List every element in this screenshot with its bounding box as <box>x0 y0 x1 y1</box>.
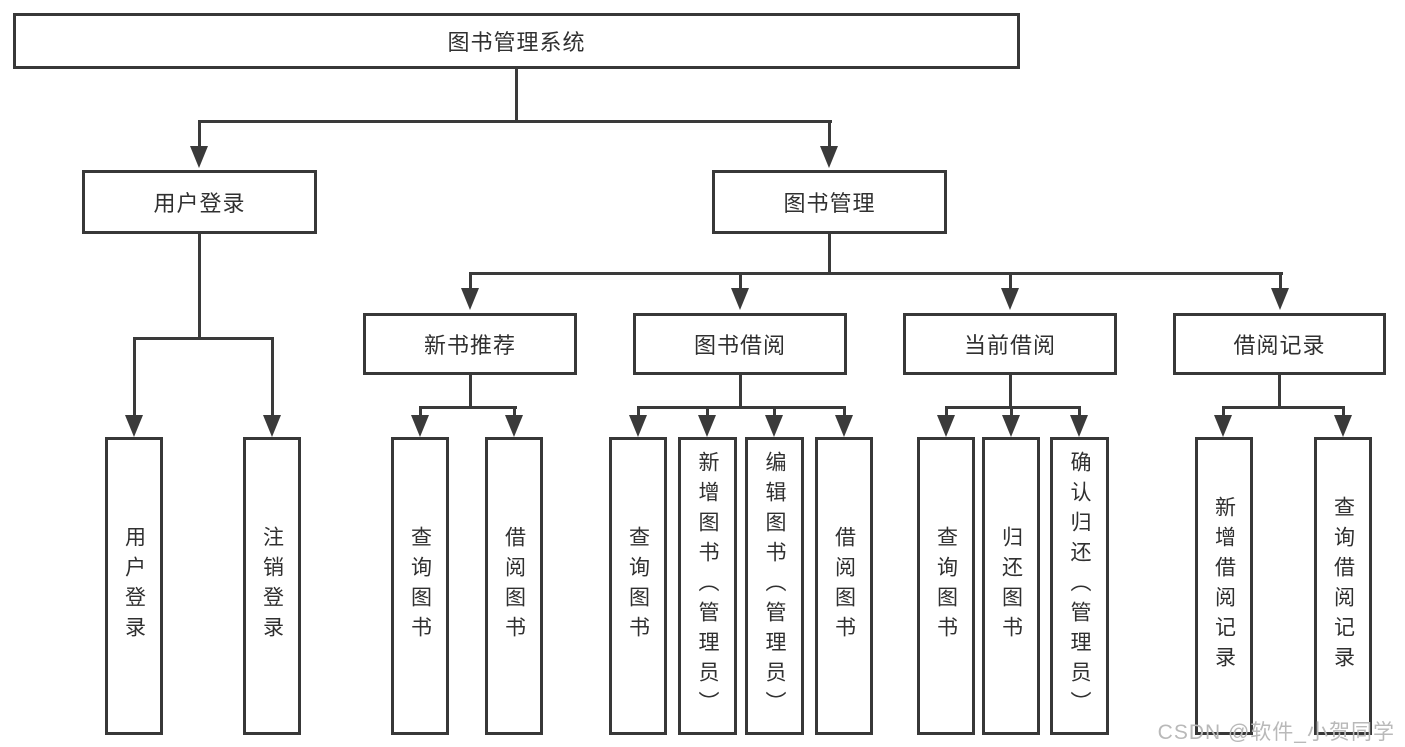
arrow-down-icon <box>731 288 749 310</box>
connector-drop-leaf <box>843 406 846 415</box>
connector-section-stem <box>739 375 742 406</box>
node-book-management: 图书管理 <box>712 170 947 234</box>
arrow-down-icon <box>698 415 716 437</box>
connector-drop-new-books <box>469 272 472 288</box>
connector-drop-leaf <box>637 406 640 415</box>
arrow-down-icon <box>190 146 208 168</box>
connector-root-crossbar <box>198 120 832 123</box>
arrow-down-icon <box>411 415 429 437</box>
node-borrow-records-label: 借阅记录 <box>1233 333 1326 358</box>
leaf-query-books-borrow: 查询图书 <box>609 437 667 735</box>
node-new-book-recommend-label: 新书推荐 <box>423 333 516 358</box>
connector-section-crossbar <box>1222 406 1344 409</box>
connector-drop-leaf <box>1342 406 1345 415</box>
connector-drop-leaf <box>1078 406 1081 415</box>
connector-section-crossbar <box>419 406 517 409</box>
arrow-down-icon <box>263 415 281 437</box>
leaf-label: 新增图书（管理员） <box>696 451 719 721</box>
connector-drop-records <box>1279 272 1282 288</box>
connector-drop-current <box>1009 272 1012 288</box>
leaf-logout: 注销登录 <box>243 437 301 735</box>
leaf-return-books: 归还图书 <box>982 437 1040 735</box>
arrow-down-icon <box>1271 288 1289 310</box>
leaf-query-borrow-record: 查询借阅记录 <box>1314 437 1372 735</box>
arrow-down-icon <box>505 415 523 437</box>
leaf-label: 编辑图书（管理员） <box>763 451 786 721</box>
arrow-down-icon <box>1214 415 1232 437</box>
leaf-label: 查询图书 <box>934 526 958 646</box>
leaf-label: 归还图书 <box>999 526 1023 646</box>
connector-drop-leaf <box>271 337 274 415</box>
leaf-label: 用户登录 <box>122 526 146 646</box>
connector-drop-leaf <box>945 406 948 415</box>
node-book-borrow: 图书借阅 <box>633 313 847 375</box>
connector-drop-leaf <box>773 406 776 415</box>
arrow-down-icon <box>461 288 479 310</box>
arrow-down-icon <box>820 146 838 168</box>
node-root: 图书管理系统 <box>13 13 1020 69</box>
node-book-borrow-label: 图书借阅 <box>693 333 786 358</box>
arrow-down-icon <box>1334 415 1352 437</box>
leaf-label: 确认归还（管理员） <box>1068 451 1091 721</box>
connector-login-crossbar <box>133 337 274 340</box>
connector-section-stem <box>1009 375 1012 406</box>
connector-login-stem <box>198 234 201 337</box>
arrow-down-icon <box>1001 288 1019 310</box>
connector-section-crossbar <box>637 406 845 409</box>
leaf-add-books-admin: 新增图书（管理员） <box>678 437 737 735</box>
leaf-user-login: 用户登录 <box>105 437 163 735</box>
node-root-label: 图书管理系统 <box>447 30 586 55</box>
arrow-down-icon <box>629 415 647 437</box>
connector-mgmt-crossbar <box>469 272 1283 275</box>
leaf-label: 借阅图书 <box>832 526 856 646</box>
arrow-down-icon <box>1070 415 1088 437</box>
leaf-confirm-return-admin: 确认归还（管理员） <box>1050 437 1109 735</box>
arrow-down-icon <box>125 415 143 437</box>
leaf-borrow-books: 借阅图书 <box>815 437 873 735</box>
node-borrow-records: 借阅记录 <box>1173 313 1386 375</box>
leaf-edit-books-admin: 编辑图书（管理员） <box>745 437 804 735</box>
node-current-borrow: 当前借阅 <box>903 313 1117 375</box>
node-user-login: 用户登录 <box>82 170 317 234</box>
leaf-label: 查询借阅记录 <box>1331 496 1355 676</box>
connector-drop-book-mgmt <box>828 120 831 148</box>
leaf-query-books-current: 查询图书 <box>917 437 975 735</box>
connector-drop-leaf <box>706 406 709 415</box>
connector-drop-user-login <box>198 120 201 148</box>
connector-drop-leaf <box>1222 406 1225 415</box>
node-new-book-recommend: 新书推荐 <box>363 313 577 375</box>
connector-drop-leaf <box>419 406 422 415</box>
node-current-borrow-label: 当前借阅 <box>963 333 1056 358</box>
connector-mgmt-stem <box>828 234 831 272</box>
arrow-down-icon <box>937 415 955 437</box>
arrow-down-icon <box>765 415 783 437</box>
leaf-borrow-books-recommend: 借阅图书 <box>485 437 543 735</box>
leaf-label: 借阅图书 <box>502 526 526 646</box>
leaf-label: 查询图书 <box>408 526 432 646</box>
arrow-down-icon <box>835 415 853 437</box>
leaf-label: 注销登录 <box>260 526 284 646</box>
connector-section-stem <box>469 375 472 406</box>
arrow-down-icon <box>1002 415 1020 437</box>
connector-drop-leaf <box>133 337 136 415</box>
connector-drop-leaf <box>1010 406 1013 415</box>
connector-drop-borrow <box>739 272 742 288</box>
connector-drop-leaf <box>513 406 516 415</box>
leaf-label: 新增借阅记录 <box>1212 496 1236 676</box>
leaf-add-borrow-record: 新增借阅记录 <box>1195 437 1253 735</box>
node-book-management-label: 图书管理 <box>783 191 876 216</box>
leaf-query-books-recommend: 查询图书 <box>391 437 449 735</box>
leaf-label: 查询图书 <box>626 526 650 646</box>
node-user-login-label: 用户登录 <box>153 191 246 216</box>
connector-section-stem <box>1278 375 1281 406</box>
csdn-watermark: CSDN @软件_小贺同学 <box>1157 721 1395 744</box>
connector-root-stem <box>515 69 518 120</box>
